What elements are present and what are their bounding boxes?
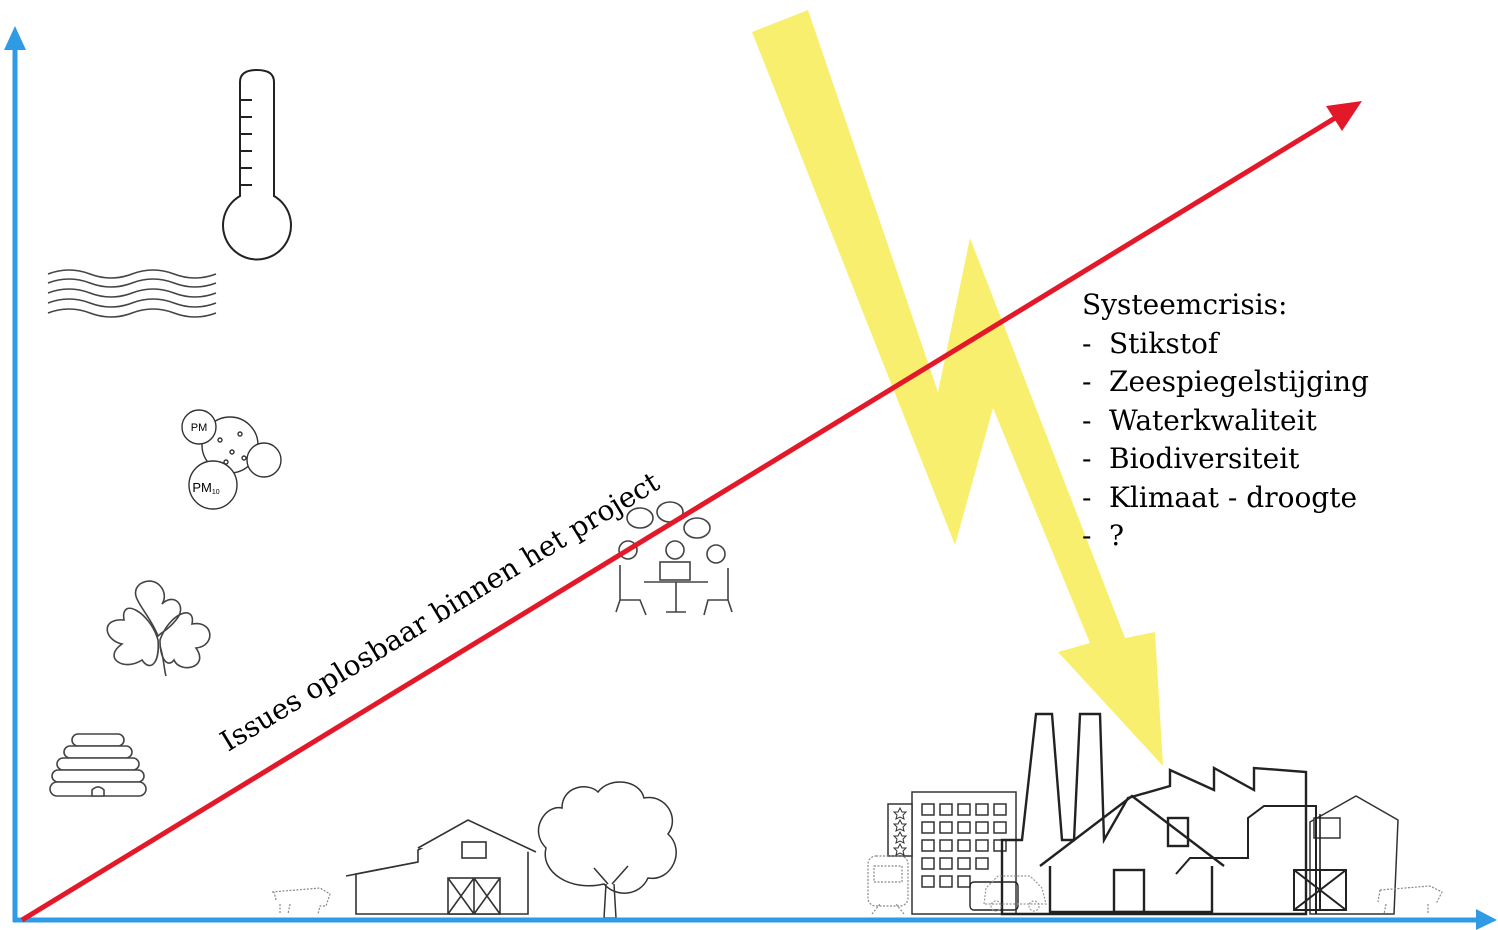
crisis-title: Systeemcrisis: xyxy=(1082,286,1369,325)
hotel-icon xyxy=(888,792,1016,914)
factory-icon xyxy=(970,714,1306,914)
crisis-item: -Biodiversiteit xyxy=(1082,440,1369,479)
crisis-item: -Zeespiegelstijging xyxy=(1082,363,1369,402)
house-icon xyxy=(1310,796,1398,914)
train-icon xyxy=(868,856,908,914)
y-axis xyxy=(4,26,26,922)
crisis-item: -Klimaat - droogte xyxy=(1082,479,1369,518)
pm-small-label: PM xyxy=(191,422,208,434)
list-dash: - xyxy=(1082,325,1091,364)
crisis-item-label: Stikstof xyxy=(1109,327,1218,360)
diagonal-arrowhead xyxy=(1326,101,1362,131)
crisis-item-label: Waterkwaliteit xyxy=(1109,404,1317,437)
diagonal-label: Issues oplosbaar binnen het project xyxy=(214,465,665,758)
crisis-item-label: ? xyxy=(1109,519,1124,552)
farm-shed-icon xyxy=(1176,806,1346,914)
crisis-list: -Stikstof -Zeespiegelstijging -Waterkwal… xyxy=(1082,325,1369,556)
crisis-item-label: Zeespiegelstijging xyxy=(1109,365,1369,398)
pm-large-sub: 10 xyxy=(212,489,220,496)
barn-icon xyxy=(346,820,536,914)
crisis-item: -? xyxy=(1082,517,1369,556)
pm-large-main: PM xyxy=(192,480,212,495)
list-dash: - xyxy=(1082,363,1091,402)
clover-icon xyxy=(107,581,210,676)
waves-icon xyxy=(48,270,216,317)
list-dash: - xyxy=(1082,440,1091,479)
list-dash: - xyxy=(1082,402,1091,441)
thermometer-icon xyxy=(223,70,291,259)
y-axis-arrowhead xyxy=(4,26,26,50)
crisis-item: -Waterkwaliteit xyxy=(1082,402,1369,441)
x-axis xyxy=(13,909,1497,930)
crisis-item-label: Biodiversiteit xyxy=(1109,442,1299,475)
x-axis-arrowhead xyxy=(1476,909,1497,930)
beehive-icon xyxy=(50,734,146,796)
cow-icon xyxy=(272,888,330,914)
crisis-item: -Stikstof xyxy=(1082,325,1369,364)
list-dash: - xyxy=(1082,517,1091,556)
system-crisis-box: Systeemcrisis: -Stikstof -Zeespiegelstij… xyxy=(1082,286,1369,556)
tree-icon xyxy=(538,782,676,918)
list-dash: - xyxy=(1082,479,1091,518)
crisis-item-label: Klimaat - droogte xyxy=(1109,481,1357,514)
